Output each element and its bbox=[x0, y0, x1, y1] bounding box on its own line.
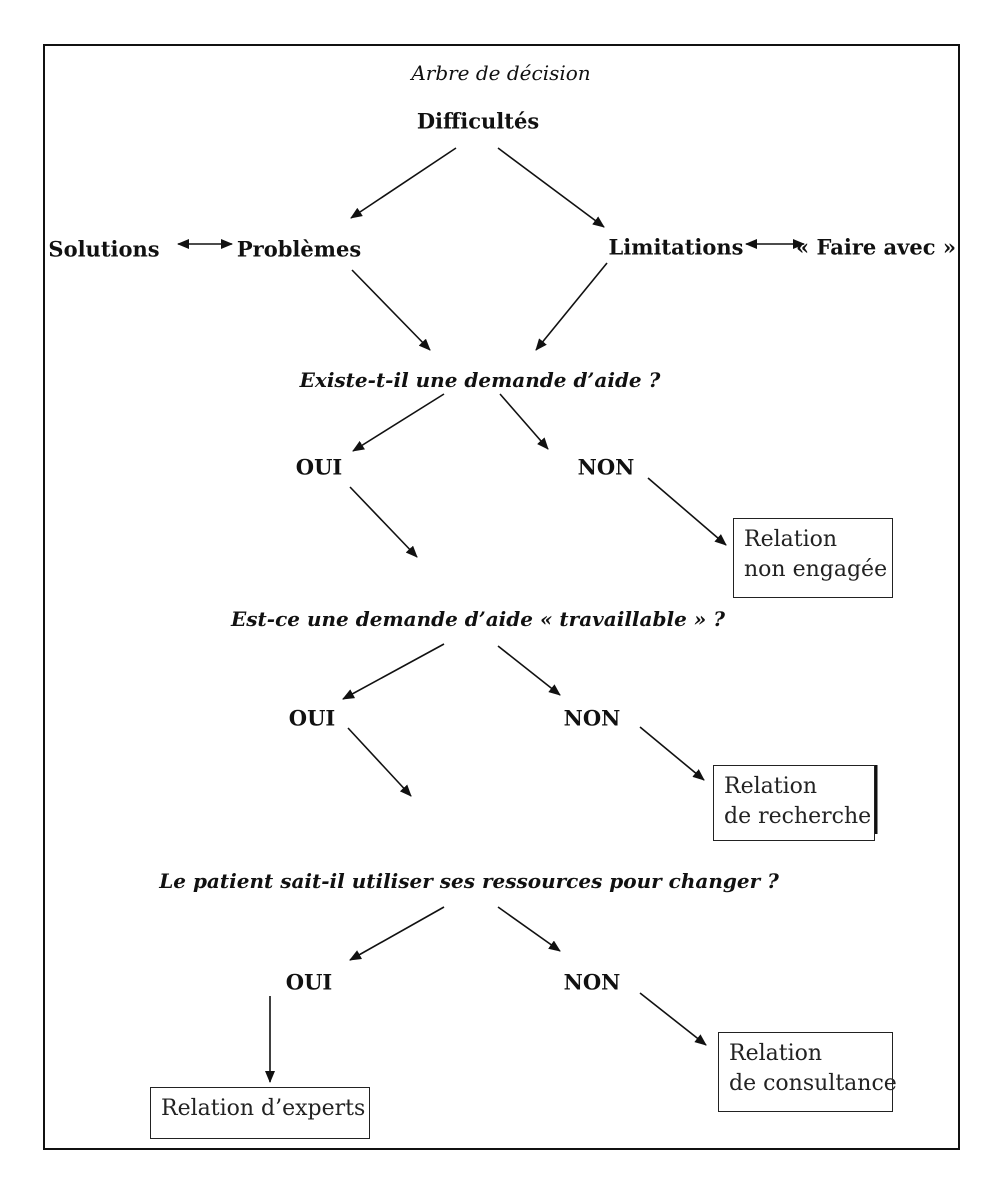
arrow-q2-oui-to-q3 bbox=[347, 727, 412, 797]
arrow-q3-to-oui bbox=[349, 906, 445, 961]
q3-oui: OUI bbox=[285, 969, 333, 995]
result-line-1: Relation bbox=[724, 774, 818, 799]
question-2: Est-ce une demande d’aide « travaillable… bbox=[231, 607, 725, 631]
result-relation-de-consultance: Relation de consultance bbox=[718, 1032, 897, 1112]
node-faire-avec: « Faire avec » bbox=[796, 234, 956, 260]
arrow-problemes-to-q1 bbox=[351, 269, 431, 351]
node-problemes: Problèmes bbox=[236, 236, 362, 262]
result-line-1: Relation bbox=[744, 527, 838, 552]
diagram-frame bbox=[43, 44, 960, 1150]
node-solutions: Solutions bbox=[48, 236, 160, 262]
result-line-1: Relation bbox=[729, 1041, 823, 1066]
q3-non: NON bbox=[563, 969, 621, 995]
arrow-q3-to-non bbox=[497, 906, 561, 952]
q2-oui: OUI bbox=[288, 705, 336, 731]
result-line-1: Relation d’experts bbox=[161, 1096, 366, 1121]
result-relation-d-experts: Relation d’experts bbox=[150, 1087, 370, 1139]
q1-oui: OUI bbox=[295, 454, 343, 480]
q1-non: NON bbox=[577, 454, 635, 480]
arrow-root-to-limitations bbox=[497, 147, 605, 228]
node-limitations: Limitations bbox=[608, 234, 744, 260]
arrow-root-to-problemes bbox=[350, 147, 457, 219]
arrow-q1-oui-to-q2 bbox=[349, 486, 418, 558]
result-line-2: de consultance bbox=[729, 1071, 897, 1096]
diagram-title: Arbre de décision bbox=[411, 61, 591, 85]
node-difficultes: Difficultés bbox=[416, 108, 540, 134]
arrow-q2-non-to-box bbox=[639, 726, 705, 781]
arrow-q3-non-to-box bbox=[639, 992, 707, 1046]
q2-non: NON bbox=[563, 705, 621, 731]
question-3: Le patient sait-il utiliser ses ressourc… bbox=[159, 869, 779, 893]
result-line-2: de recherche bbox=[724, 804, 872, 829]
result-relation-non-engagee: Relation non engagée bbox=[733, 518, 893, 598]
arrow-q2-to-non bbox=[497, 645, 561, 696]
result-line-2: non engagée bbox=[744, 557, 888, 582]
result-relation-de-recherche: Relation de recherche bbox=[713, 765, 875, 841]
arrow-q1-to-oui bbox=[352, 393, 445, 452]
arrow-limitations-to-q1 bbox=[535, 262, 608, 351]
question-1: Existe-t-il une demande d’aide ? bbox=[299, 368, 661, 392]
arrow-q1-to-non bbox=[499, 393, 549, 450]
arrow-q1-non-to-box bbox=[647, 477, 727, 546]
arrow-q2-to-oui bbox=[342, 643, 445, 700]
